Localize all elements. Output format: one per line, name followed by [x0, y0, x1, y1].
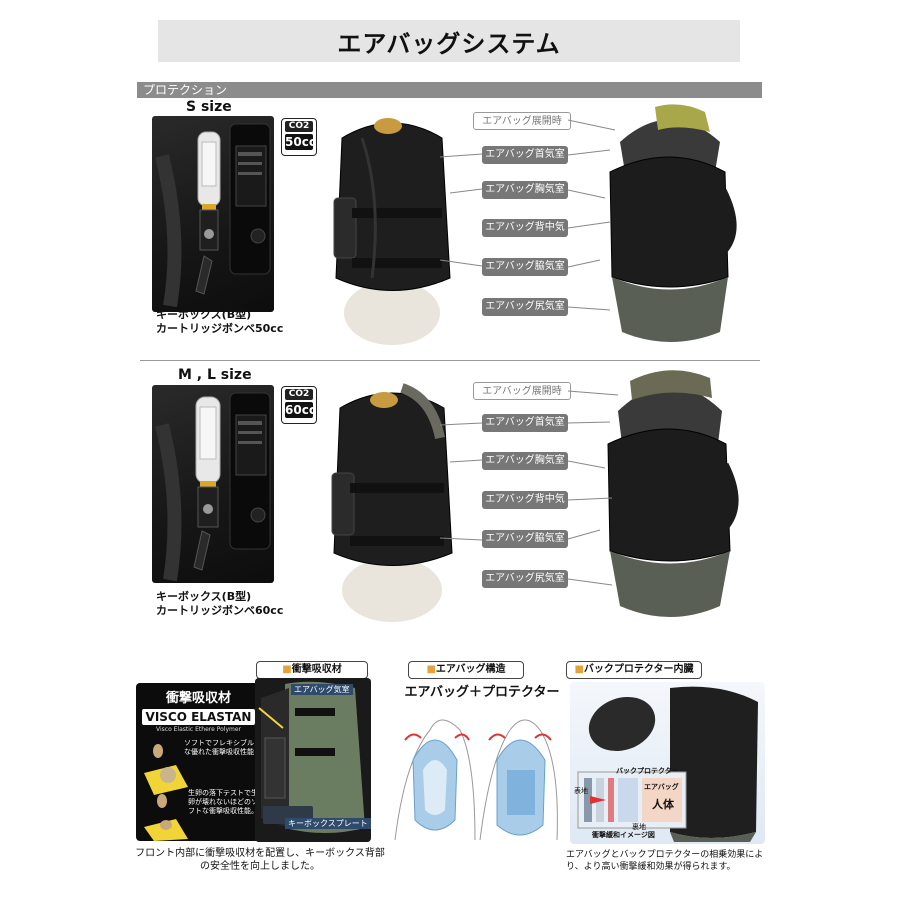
s-caption-line1: キーボックス(B型) — [156, 308, 252, 321]
inner-vest-panel: エアバッグ気室 キーボックスプレート — [255, 678, 371, 842]
tag-shock-absorber-label: 衝撃吸収材 — [291, 664, 342, 675]
structure-heading: エアバッグ＋プロテクター — [404, 685, 560, 700]
label-chest-s: エアバッグ胸気室 — [482, 181, 568, 199]
tag-airbag-structure: ■エアバッグ構造 — [408, 661, 524, 679]
label-back-s: エアバッグ背中気室 — [482, 219, 568, 251]
label-leader-lines-s — [439, 119, 616, 311]
visco-text2: 生卵の落下テストで生卵が壊れないほどのソフトな衝撃吸収性能。 — [188, 789, 258, 815]
egg-test-illustration — [144, 744, 188, 841]
tag-shock-absorber: ■衝撃吸収材 — [256, 661, 368, 679]
protector-panel: バックプロテクター エアバッグ 人体 表地 裏地 衝撃緩和イメージ図 — [570, 682, 765, 844]
airbag-structure-illustration — [385, 700, 565, 850]
visco-sub: Visco Elastic Ethere Polymer — [156, 726, 241, 733]
label-hip-s: エアバッグ尻気室 — [482, 298, 568, 316]
ml-caption-line1: キーボックス(B型) — [156, 590, 252, 603]
visco-text1: ソフトでフレキシブルな優れた衝撃吸収性能 — [184, 739, 254, 756]
label-hip-ml: エアバッグ尻気室 — [482, 570, 568, 588]
caption-right: エアバッグとバックプロテクターの相乗効果により、より高い衝撃緩和効果が得られます… — [566, 850, 764, 872]
tag-airbag-structure-label: エアバッグ構造 — [435, 664, 506, 675]
label-side-ml: エアバッグ脇気室 — [482, 530, 568, 548]
ml-size-label: M , L size — [178, 367, 252, 383]
diag-lining-label: 裏地 — [632, 823, 646, 831]
vest-front-s — [322, 108, 462, 348]
visco-panel: 衝撃吸収材 VISCO ELASTAN Visco Elastic Ethere… — [136, 683, 261, 841]
co2-badge-value: 60cc — [285, 402, 316, 418]
vest-back-s — [600, 102, 740, 352]
co2-badge-top: CO2 — [285, 121, 313, 132]
co2-badge-ml: CO2 60cc — [281, 386, 317, 424]
co2-badge-value: 50cc — [285, 134, 316, 150]
keybox-photo-ml — [152, 385, 274, 583]
co2-badge-s: CO2 50cc — [281, 118, 317, 156]
s-size-label: S size — [186, 99, 232, 115]
caption-left: フロント内部に衝撃吸収材を配置し、キーボックス背部の安全性を向上しました。 — [135, 848, 385, 872]
visco-heading: 衝撃吸収材 — [165, 691, 231, 706]
tag-back-protector-label: バックプロテクター内臓 — [583, 664, 694, 675]
inner-keybox-plate-label: キーボックスプレート — [285, 818, 371, 829]
visco-logo: VISCO ELASTAN — [142, 709, 255, 725]
ml-caption-line2: カートリッジボンベ60cc — [156, 604, 284, 617]
section-label: プロテクション — [137, 82, 762, 98]
page-title: エアバッグシステム — [158, 20, 740, 62]
label-back-ml: エアバッグ背中気室 — [482, 491, 568, 523]
tag-dot-icon: ■ — [426, 664, 436, 675]
diag-protector-label: バックプロテクター — [616, 767, 679, 775]
label-chest-ml: エアバッグ胸気室 — [482, 452, 568, 470]
inner-airbag-label: エアバッグ気室 — [291, 684, 353, 695]
diag-caption: 衝撃緩和イメージ図 — [592, 831, 655, 839]
label-side-s: エアバッグ脇気室 — [482, 258, 568, 276]
tag-back-protector: ■バックプロテクター内臓 — [566, 661, 702, 679]
label-leader-lines-ml — [439, 390, 619, 586]
diag-body-label: 人体 — [652, 798, 674, 811]
tag-dot-icon: ■ — [574, 664, 584, 675]
vest-back-ml — [600, 366, 740, 626]
vest-front-ml — [322, 378, 462, 626]
diag-airbag-label: エアバッグ — [644, 783, 679, 791]
s-caption-line2: カートリッジボンベ50cc — [156, 322, 284, 335]
tag-dot-icon: ■ — [282, 664, 292, 675]
label-neck-ml: エアバッグ首気室 — [482, 414, 568, 432]
divider — [140, 360, 760, 361]
keybox-photo-s — [152, 116, 274, 312]
co2-badge-top: CO2 — [285, 389, 313, 400]
diag-surface-label: 表地 — [574, 787, 588, 795]
label-neck-s: エアバッグ首気室 — [482, 146, 568, 164]
